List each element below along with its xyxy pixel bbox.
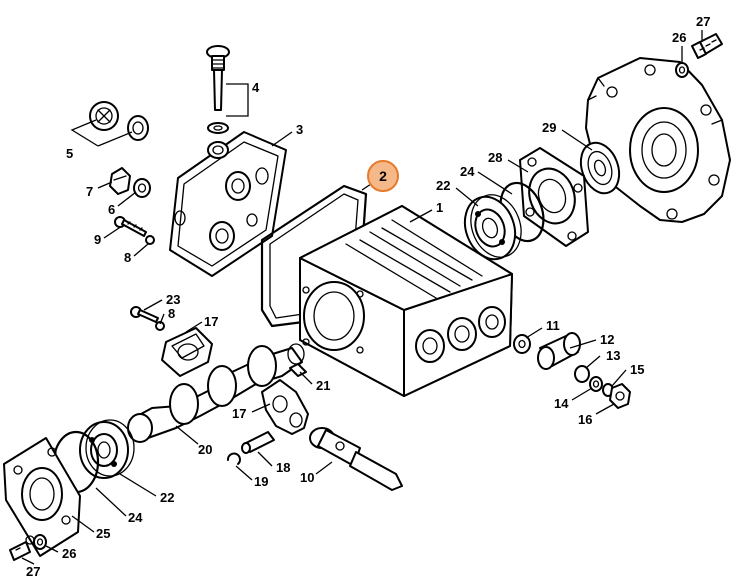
- callout-18[interactable]: 18: [276, 460, 290, 475]
- callout-26-bottom[interactable]: 26: [62, 546, 76, 561]
- callout-25[interactable]: 25: [96, 526, 110, 541]
- plug-7[interactable]: [109, 167, 131, 195]
- callout-8-upper[interactable]: 8: [124, 250, 131, 265]
- plunger-sleeve-12[interactable]: [537, 332, 581, 370]
- oil-plug-4[interactable]: [206, 45, 230, 134]
- washer-14[interactable]: [589, 376, 603, 392]
- callout-4[interactable]: 4: [252, 80, 260, 95]
- callout-23[interactable]: 23: [166, 292, 180, 307]
- callout-13[interactable]: 13: [606, 348, 620, 363]
- washer-11[interactable]: [513, 334, 531, 354]
- callout-22-lower[interactable]: 22: [160, 490, 174, 505]
- callout-6[interactable]: 6: [108, 202, 115, 217]
- nut-16[interactable]: [609, 383, 631, 409]
- callout-10[interactable]: 10: [300, 470, 314, 485]
- callout-21[interactable]: 21: [316, 378, 330, 393]
- bearing-cover-28[interactable]: [519, 147, 589, 247]
- callout-9[interactable]: 9: [94, 232, 101, 247]
- clamp-17-upper[interactable]: [161, 327, 213, 377]
- callout-7[interactable]: 7: [86, 184, 93, 199]
- rear-housing-flange[interactable]: [585, 57, 731, 223]
- callout-15[interactable]: 15: [630, 362, 644, 377]
- clip-19[interactable]: [227, 452, 241, 465]
- washer-8-upper[interactable]: [145, 235, 155, 245]
- o-ring-13[interactable]: [574, 365, 590, 383]
- callout-1[interactable]: 1: [436, 200, 443, 215]
- callout-20[interactable]: 20: [198, 442, 212, 457]
- crankshaft-20[interactable]: [127, 343, 305, 443]
- seal-29[interactable]: [574, 137, 626, 198]
- callout-22-upper[interactable]: 22: [436, 178, 450, 193]
- callout-27-bottom[interactable]: 27: [26, 564, 40, 579]
- washer-8-lower[interactable]: [155, 321, 165, 331]
- screw-9[interactable]: [114, 216, 147, 237]
- callout-28[interactable]: 28: [488, 150, 502, 165]
- highlighted-callout-2[interactable]: 2: [367, 160, 399, 192]
- key-21[interactable]: [289, 363, 307, 377]
- washer-26-top[interactable]: [675, 62, 689, 78]
- pin-18[interactable]: [241, 431, 275, 454]
- bearing-22-upper[interactable]: [457, 188, 530, 267]
- svg-text:2: 2: [379, 168, 387, 184]
- callout-19[interactable]: 19: [254, 474, 268, 489]
- callout-16[interactable]: 16: [578, 412, 592, 427]
- callout-8-lower[interactable]: 8: [168, 306, 175, 321]
- callout-5[interactable]: 5: [66, 146, 73, 161]
- callout-12[interactable]: 12: [600, 332, 614, 347]
- bearing-22-lower[interactable]: [79, 419, 135, 479]
- callout-17-upper[interactable]: 17: [204, 314, 218, 329]
- callout-labels: 27 26 29 28 24 22 1 3 4 5 7 6 9 8 23 8 1…: [26, 14, 710, 579]
- crankcase-1[interactable]: [299, 205, 513, 397]
- callout-3[interactable]: 3: [296, 122, 303, 137]
- washer-6[interactable]: [133, 178, 151, 198]
- bolt-27-top[interactable]: [691, 33, 723, 59]
- callout-17-lower[interactable]: 17: [232, 406, 246, 421]
- connecting-rod-17[interactable]: [261, 379, 309, 435]
- washer-26-bottom[interactable]: [33, 534, 47, 550]
- plunger-guide-10[interactable]: [309, 427, 403, 491]
- bolt-27-bottom[interactable]: [9, 541, 31, 561]
- callout-26-top[interactable]: 26: [672, 30, 686, 45]
- callout-24-upper[interactable]: 24: [460, 164, 475, 179]
- callout-24-lower[interactable]: 24: [128, 510, 143, 525]
- bearing-cover-25[interactable]: [3, 437, 81, 557]
- callout-27-top[interactable]: 27: [696, 14, 710, 29]
- top-cover-3[interactable]: [169, 131, 287, 277]
- callout-11[interactable]: 11: [546, 318, 560, 333]
- callout-29[interactable]: 29: [542, 120, 556, 135]
- callout-14[interactable]: 14: [554, 396, 569, 411]
- plug-5[interactable]: [89, 101, 149, 141]
- screw-23[interactable]: [130, 306, 159, 323]
